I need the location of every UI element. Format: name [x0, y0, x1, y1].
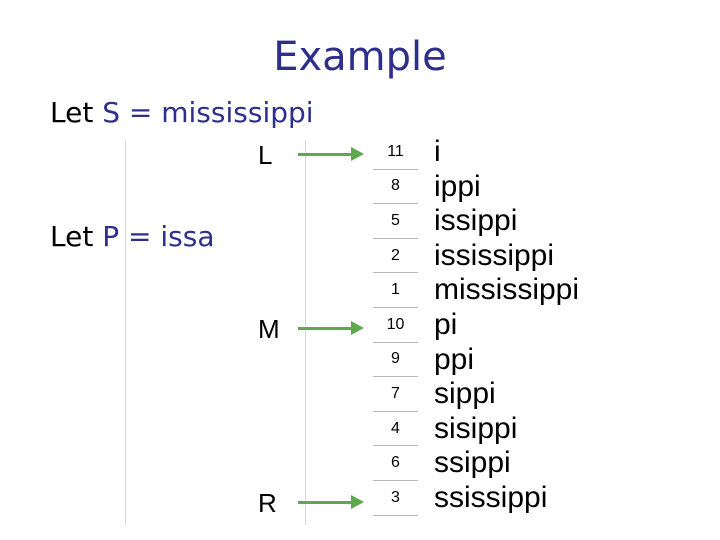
let-p-prefix: Let: [50, 220, 94, 253]
suffix-array-cell: 9: [373, 343, 418, 378]
suffix-array-cell: 10: [373, 308, 418, 343]
suffix-item: ippi: [434, 169, 481, 203]
suffix-array-cell: 2: [373, 239, 418, 274]
let-s-expression: S = mississippi: [102, 96, 314, 129]
arrow-r: [298, 495, 364, 509]
marker-l: L: [258, 140, 273, 170]
suffix-list: i ippi issippi ississippi mississippi pi…: [434, 135, 579, 516]
suffix-item: sippi: [434, 377, 496, 411]
suffix-item: sisippi: [434, 411, 518, 445]
suffix-array-cell: 7: [373, 377, 418, 412]
marker-m: M: [258, 314, 280, 344]
suffix-item: issippi: [434, 204, 518, 238]
suffix-array-cell: 6: [373, 446, 418, 481]
divider-line: [125, 140, 126, 525]
suffix-array-column: 11 8 5 2 1 10 9 7 4 6 3: [373, 135, 418, 516]
suffix-item: i: [434, 135, 441, 168]
arrow-m: [298, 321, 364, 335]
suffix-item: ssissippi: [434, 480, 548, 514]
let-s-line: Let S = mississippi: [50, 96, 314, 129]
suffix-item: ppi: [434, 342, 475, 376]
divider-line: [305, 140, 306, 525]
suffix-item: ississippi: [434, 238, 555, 272]
marker-r: R: [258, 488, 277, 518]
suffix-item: pi: [434, 307, 458, 341]
slide-title: Example: [273, 34, 447, 80]
suffix-item: ssippi: [434, 446, 511, 480]
suffix-array-cell: 11: [373, 135, 418, 170]
suffix-array-cell: 5: [373, 204, 418, 239]
suffix-array-cell: 1: [373, 273, 418, 308]
suffix-item: mississippi: [434, 273, 580, 307]
let-s-prefix: Let: [50, 96, 94, 129]
let-p-expression: P = issa: [102, 220, 215, 253]
suffix-array-cell: 4: [373, 412, 418, 447]
suffix-array-cell: 3: [373, 481, 418, 516]
suffix-array-cell: 8: [373, 170, 418, 205]
let-p-line: Let P = issa: [50, 220, 214, 253]
arrow-l: [298, 147, 364, 161]
